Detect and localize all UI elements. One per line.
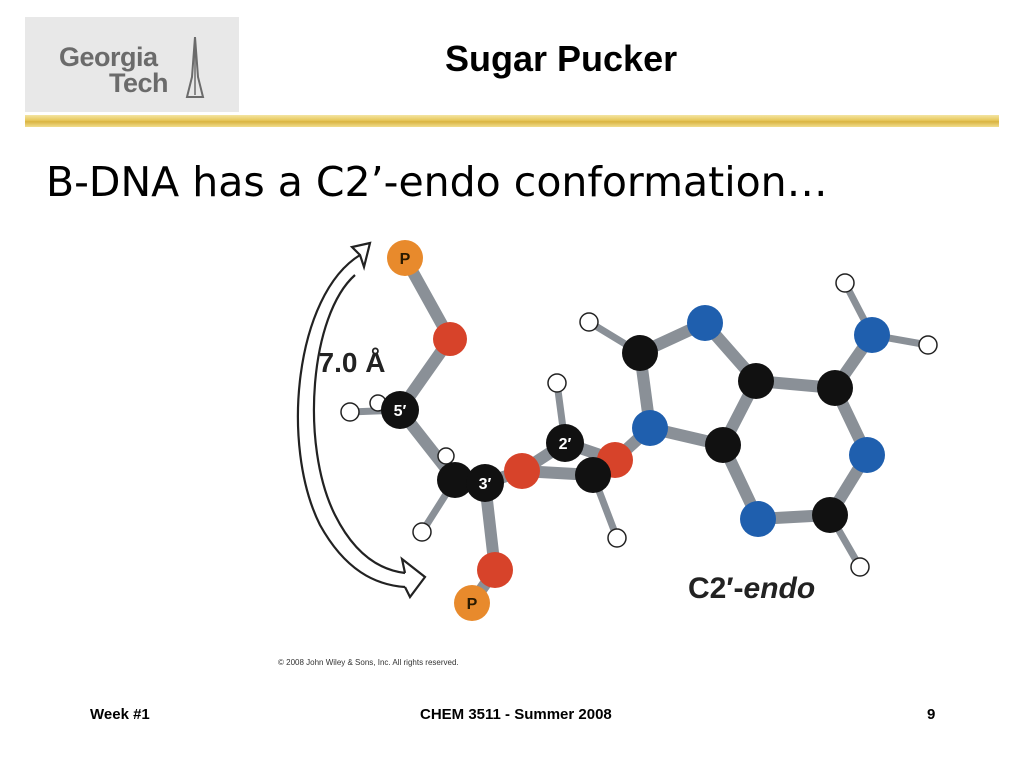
atom-label-2prime: 2′ (559, 436, 572, 453)
logo-text-line1: Georgia (59, 42, 158, 72)
distance-label: 7.0 Å (319, 347, 386, 378)
nitrogen-atoms (632, 305, 890, 537)
footer-page-number: 9 (927, 706, 936, 723)
tech-tower-icon (185, 37, 205, 98)
copyright-notice: © 2008 John Wiley & Sons, Inc. All right… (278, 658, 459, 667)
conformation-label: C2′-endo (688, 572, 815, 605)
phosphorus-atoms (387, 240, 490, 621)
conformation-label-main: C2′- (688, 572, 744, 605)
sugar-pucker-figure: P P 5′ 3′ 2′ 7.0 Å C2′-endo © 2008 John … (278, 240, 938, 667)
oxygen-atoms (433, 322, 633, 588)
title-divider (25, 115, 999, 127)
phosphorus-label-top: P (400, 251, 411, 268)
georgia-tech-logo: Georgia Tech (25, 17, 239, 112)
distance-arrow (296, 241, 427, 600)
carbon-atoms (381, 335, 853, 533)
atom-label-3prime: 3′ (479, 476, 492, 493)
footer-week: Week #1 (90, 706, 150, 723)
headline: B-DNA has a C2’-endo conformation… (46, 158, 828, 206)
logo-text-line2: Tech (109, 68, 169, 98)
slide-title: Sugar Pucker (445, 38, 678, 79)
conformation-label-italic: endo (744, 572, 816, 605)
phosphorus-label-bottom: P (467, 596, 478, 613)
footer-course: CHEM 3511 - Summer 2008 (420, 706, 612, 723)
atom-label-5prime: 5′ (394, 403, 407, 420)
